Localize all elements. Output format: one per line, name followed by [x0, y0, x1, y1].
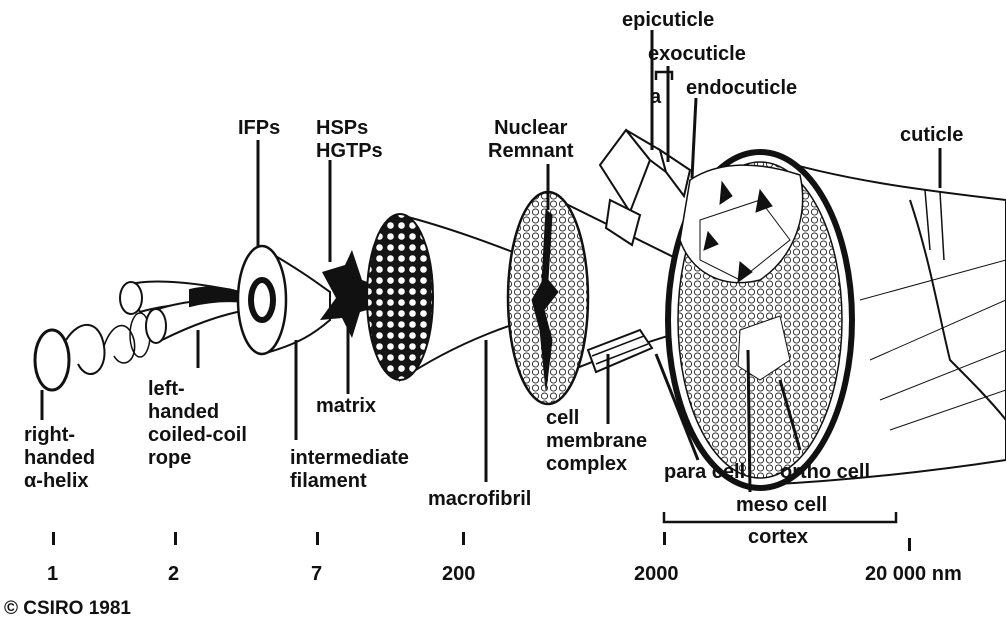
nuclear-remnant-label: Nuclear Remnant — [488, 117, 574, 163]
intermediate-line: intermediate — [290, 447, 409, 470]
para-cell-label: para cell — [664, 461, 745, 484]
right-handed-helix-label: right- handed α-helix — [24, 424, 95, 493]
scale-tick — [52, 532, 55, 545]
cell-line: cell — [546, 407, 647, 430]
scale-value-2000: 2000 — [634, 563, 679, 586]
membrane-line: membrane — [546, 430, 647, 453]
cuticle-layers-drawing — [600, 130, 690, 245]
scale-tick — [663, 532, 666, 545]
exocuticle-label: exocuticle — [648, 43, 746, 66]
cortex-drawing — [668, 152, 1006, 488]
right-line: right- — [24, 424, 95, 447]
scale-value-200: 200 — [442, 563, 475, 586]
rope-line: rope — [148, 447, 247, 470]
cell-membrane-complex-label: cell membrane complex — [546, 407, 647, 476]
macrofibril-label: macrofibril — [428, 488, 531, 511]
scale-tick — [462, 532, 465, 545]
scale-value-2: 2 — [168, 563, 179, 586]
intermediate-filament-label: intermediate filament — [290, 447, 409, 493]
helix-line: α-helix — [24, 470, 95, 493]
handed2-line: handed — [148, 401, 247, 424]
epicuticle-label: epicuticle — [622, 9, 714, 32]
left-handed-rope-label: left- handed coiled-coil rope — [148, 378, 247, 470]
endocuticle-label: endocuticle — [686, 77, 797, 100]
ortho-cell-label: ortho cell — [780, 461, 870, 484]
intermediate-filament-drawing — [238, 246, 330, 354]
cuticle-label: cuticle — [900, 124, 963, 147]
scale-tick — [316, 532, 319, 545]
hsps-line: HSPs — [316, 117, 383, 140]
scale-tick — [908, 538, 911, 551]
copyright-notice: © CSIRO 1981 — [4, 598, 131, 620]
scale-value-7: 7 — [311, 563, 322, 586]
scale-value-1: 1 — [47, 563, 58, 586]
coiled-coil-line: coiled-coil — [148, 424, 247, 447]
exocuticle-bracket — [656, 72, 672, 80]
remnant-line: Remnant — [488, 140, 574, 163]
left-line: left- — [148, 378, 247, 401]
alpha-helix-drawing — [35, 313, 150, 390]
ifps-label: IFPs — [238, 117, 280, 140]
handed-line: handed — [24, 447, 95, 470]
scale-value-20000nm: 20 000 nm — [865, 563, 962, 586]
a-label: a — [650, 86, 661, 109]
nuclear-line: Nuclear — [488, 117, 574, 140]
matrix-label: matrix — [316, 395, 376, 418]
hsps-hgtps-label: HSPs HGTPs — [316, 117, 383, 163]
meso-cell-label: meso cell — [736, 494, 827, 517]
coiled-coil-rope-drawing — [120, 282, 250, 343]
hgtps-line: HGTPs — [316, 140, 383, 163]
filament-line: filament — [290, 470, 409, 493]
cortex-label: cortex — [748, 526, 808, 549]
complex-line: complex — [546, 453, 647, 476]
scale-tick — [174, 532, 177, 545]
